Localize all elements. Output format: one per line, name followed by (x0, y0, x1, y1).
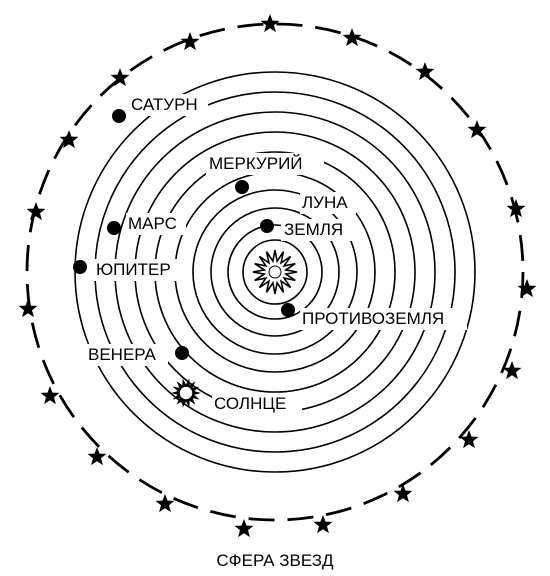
orbit-saturn (74, 71, 476, 473)
star-icon (506, 199, 526, 218)
sun (171, 378, 201, 408)
counter-earth-label: ПРОТИВОЗЕМЛЯ (302, 309, 444, 328)
venus-label: ВЕНЕРА (88, 345, 156, 364)
mercury-marker (235, 180, 249, 194)
crescent-icon (283, 197, 291, 213)
star-icon (155, 494, 175, 513)
moon-label: ЛУНА (302, 193, 348, 212)
star-icon (313, 515, 333, 534)
planet-markers (73, 109, 295, 360)
star-icon (517, 279, 537, 298)
orbit-moon (192, 189, 358, 355)
earth-marker (260, 219, 274, 233)
jupiter-label-bg (94, 259, 186, 281)
star-icon (59, 130, 79, 149)
saturn-marker (112, 109, 126, 123)
sun-disc (178, 385, 194, 401)
moon-label-bg (300, 192, 356, 214)
counter-earth-label-bg (300, 308, 467, 330)
star-sphere-caption: СФЕРА ЗВЕЗД (216, 551, 334, 570)
orbit-counter-earth (227, 224, 323, 320)
star-sphere-stars (18, 14, 537, 538)
star-icon (110, 68, 130, 87)
jupiter-label: ЮПИТЕР (96, 260, 171, 279)
star-icon (459, 430, 479, 449)
star-icon (467, 120, 487, 139)
star-sphere-ring (25, 22, 525, 522)
saturn-label: САТУРН (131, 95, 198, 114)
star-icon (342, 28, 362, 47)
star-icon (180, 32, 200, 51)
star-icon (415, 62, 435, 81)
mercury-label: МЕРКУРИЙ (209, 154, 303, 173)
orbit-central-fire (242, 239, 308, 305)
mars-marker (107, 221, 121, 235)
star-icon (393, 484, 413, 503)
mercury-label-bg (206, 153, 324, 175)
star-icon (40, 386, 60, 405)
orbit-earth (210, 207, 340, 337)
star-icon (234, 519, 254, 538)
earth-label: ЗЕМЛЯ (284, 220, 343, 239)
venus-marker (175, 346, 189, 360)
jupiter-marker (73, 260, 87, 274)
mars-label-bg (126, 213, 186, 235)
star-icon (502, 361, 522, 380)
sun-label-bg (212, 393, 302, 415)
star-icon (87, 447, 107, 466)
sunburst-core (268, 265, 282, 279)
venus-label-bg (86, 344, 168, 366)
sun-label: СОЛНЦЕ (214, 394, 286, 413)
counter-earth-marker (281, 303, 295, 317)
mars-label: МАРС (128, 214, 177, 233)
earth-label-bg (281, 219, 355, 241)
saturn-label-bg (128, 94, 208, 116)
star-icon (26, 202, 46, 221)
star-icon (260, 14, 280, 33)
sunburst-icon (252, 249, 298, 295)
label-layer: САТУРН МЕРКУРИЙ ЛУНА МАРС ЗЕМЛЯ ЮПИТЕР П… (86, 94, 467, 415)
star-icon (18, 299, 38, 318)
